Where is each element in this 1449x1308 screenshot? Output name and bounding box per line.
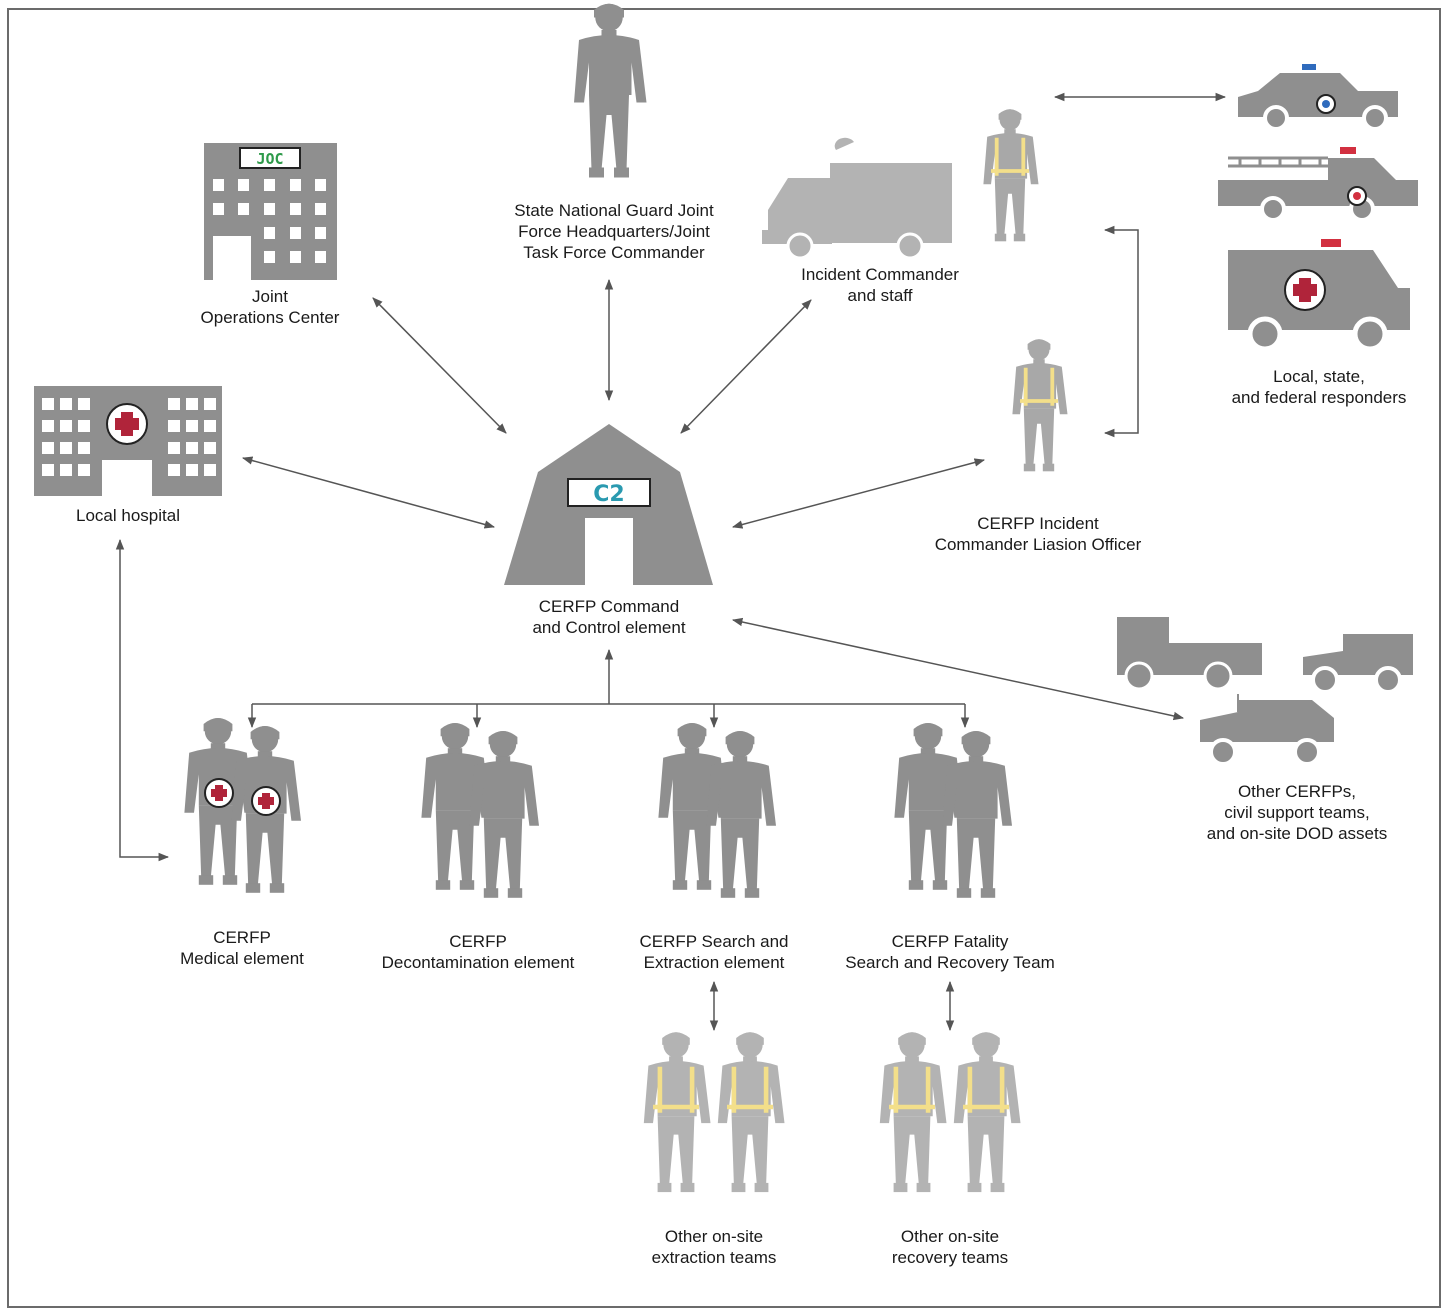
liaison-label: CERFP Incident Commander Liasion Officer [935, 513, 1142, 555]
fatality-label-line: Search and Recovery Team [845, 953, 1055, 972]
soldier-icon [706, 731, 776, 898]
arrow-hospital-medical [115, 538, 170, 862]
joc-label: Joint Operations Center [201, 286, 340, 328]
arrow-incident-c2 [680, 299, 812, 434]
police-car-icon [1238, 64, 1398, 131]
arrow-joc-c2 [372, 297, 507, 434]
arrow-hospital-c2 [241, 456, 496, 529]
state-commander-label: State National Guard Joint Force Headqua… [514, 200, 713, 263]
arrow-incident-liaison [1103, 225, 1139, 438]
soldier-icon [1012, 339, 1068, 472]
decon-label-line: CERFP [449, 932, 507, 951]
soldier-icon [953, 1032, 1021, 1193]
recovery-teams-label-line: Other on-site [900, 1227, 1000, 1246]
joc-sign: JOC [256, 150, 283, 168]
arrow-liaison-c2 [731, 458, 986, 529]
decon-label-line: Decontamination element [381, 953, 575, 972]
truck-icon [762, 137, 952, 260]
search-extraction-label: CERFP Search and Extraction element [640, 931, 789, 973]
search-extraction-label-line: CERFP Search and [639, 932, 789, 951]
state-commander-label-line: Task Force Commander [523, 243, 705, 262]
medical-label-line: Medical element [180, 949, 304, 968]
responders-label-line: Local, state, [1273, 367, 1365, 386]
hospital-label-line: Local hospital [76, 506, 180, 525]
extraction-teams-label: Other on-site extraction teams [652, 1226, 777, 1268]
soldier-icon [574, 3, 647, 178]
c2-label-line: and Control element [532, 618, 686, 637]
incident-commander-label-line: and staff [847, 286, 913, 305]
liaison-label-line: Commander Liasion Officer [934, 535, 1142, 554]
soldier-icon [469, 731, 539, 898]
responders-label-line: and federal responders [1231, 388, 1407, 407]
medical-label: CERFP Medical element [180, 927, 304, 969]
humvee-icon [1200, 694, 1334, 766]
arrow-c2-other [731, 617, 1185, 721]
joc-label-line: Joint [252, 287, 288, 306]
extraction-teams-label-line: Other on-site [664, 1227, 764, 1246]
incident-commander-label-line: Incident Commander [801, 265, 959, 284]
soldier-icon [942, 731, 1012, 898]
c2-label-line: CERFP Command [538, 597, 680, 616]
jeep-icon [1303, 634, 1413, 694]
extraction-teams-label-line: extraction teams [651, 1248, 777, 1267]
cross-badge [204, 778, 281, 816]
other-cerfps-label-line: civil support teams, [1224, 803, 1370, 822]
c2-sign: C2 [593, 482, 624, 507]
soldier-icon [717, 1032, 785, 1193]
incident-commander-label: Incident Commander and staff [801, 264, 959, 306]
recovery-teams-label: Other on-site recovery teams [892, 1226, 1008, 1268]
responders-label: Local, state, and federal responders [1232, 366, 1407, 408]
c2-label: CERFP Command and Control element [532, 596, 685, 638]
medical-label-line: CERFP [213, 928, 271, 947]
joc-label-line: Operations Center [200, 308, 340, 327]
pickup-icon [1117, 617, 1262, 691]
connectors [115, 92, 1227, 1032]
state-commander-label-line: Force Headquarters/Joint [518, 222, 710, 241]
fatality-label-line: CERFP Fatality [891, 932, 1009, 951]
ambulance-icon [1228, 239, 1410, 352]
building-icon: JOC [204, 143, 337, 280]
fatality-label: CERFP Fatality Search and Recovery Team [845, 931, 1054, 973]
diagram-canvas: JOC [34, 3, 1418, 1193]
fire-truck-icon [1218, 147, 1418, 222]
soldier-icon [643, 1032, 711, 1193]
tent-icon: C2 [504, 424, 713, 585]
liaison-label-line: CERFP Incident [977, 514, 1099, 533]
decon-label: CERFP Decontamination element [382, 931, 575, 973]
other-cerfps-label: Other CERFPs, civil support teams, and o… [1207, 781, 1387, 844]
other-cerfps-label-line: and on-site DOD assets [1206, 824, 1388, 843]
soldier-icon [879, 1032, 947, 1193]
recovery-teams-label-line: recovery teams [891, 1248, 1009, 1267]
other-cerfps-label-line: Other CERFPs, [1237, 782, 1357, 801]
hospital-icon [34, 386, 222, 496]
hospital-label: Local hospital [76, 505, 180, 526]
state-commander-label-line: State National Guard Joint [514, 201, 714, 220]
soldier-icon [983, 109, 1039, 242]
search-extraction-label-line: Extraction element [643, 953, 785, 972]
